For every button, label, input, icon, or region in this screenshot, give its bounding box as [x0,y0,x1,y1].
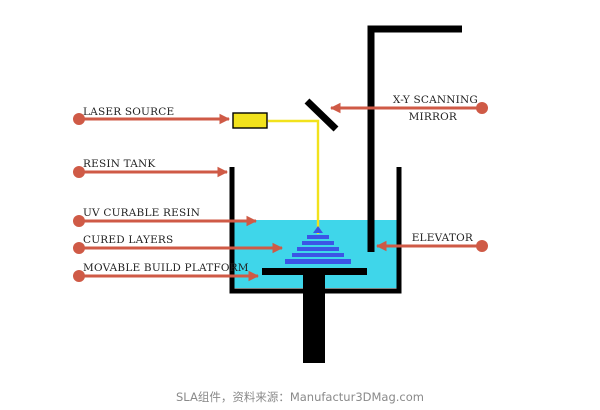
label-cured-layers: CURED LAYERS [83,234,173,246]
laser-beam [268,119,320,234]
scanning-mirror [304,98,339,132]
cured-layer [307,235,329,239]
label-resin-tank: RESIN TANK [83,158,155,170]
label-laser-source: LASER SOURCE [83,106,174,118]
callout-cured-layers: CURED LAYERS [73,234,284,254]
image-caption: SLA组件，资料来源：Manufactur3DMag.com [176,390,424,404]
callout-elevator: ELEVATOR [375,232,488,252]
elevator-frame [367,25,462,252]
label-elevator: ELEVATOR [412,232,474,244]
label-mirror: MIRROR [409,111,458,123]
cured-layer [285,259,351,264]
label-xy-scanning: X-Y SCANNING [393,94,478,106]
callout-resin-tank: RESIN TANK [73,158,229,178]
cured-layer [292,253,344,257]
cured-layers [285,226,351,264]
cured-layer [302,241,334,245]
callout-laser-source: LASER SOURCE [73,106,231,125]
callout-build-platform: MOVABLE BUILD PLATFORM [73,262,260,282]
callout-uv-resin: UV CURABLE RESIN [73,207,258,227]
cured-layer-tip [313,226,323,233]
callout-scanning-mirror: X-Y SCANNING MIRROR [329,94,488,123]
label-movable-build-platform: MOVABLE BUILD PLATFORM [83,262,249,274]
label-uv-curable-resin: UV CURABLE RESIN [83,207,200,219]
laser-source-unit [232,112,268,129]
build-platform [262,268,367,275]
cured-layer [297,247,339,251]
platform-shaft [303,275,325,363]
